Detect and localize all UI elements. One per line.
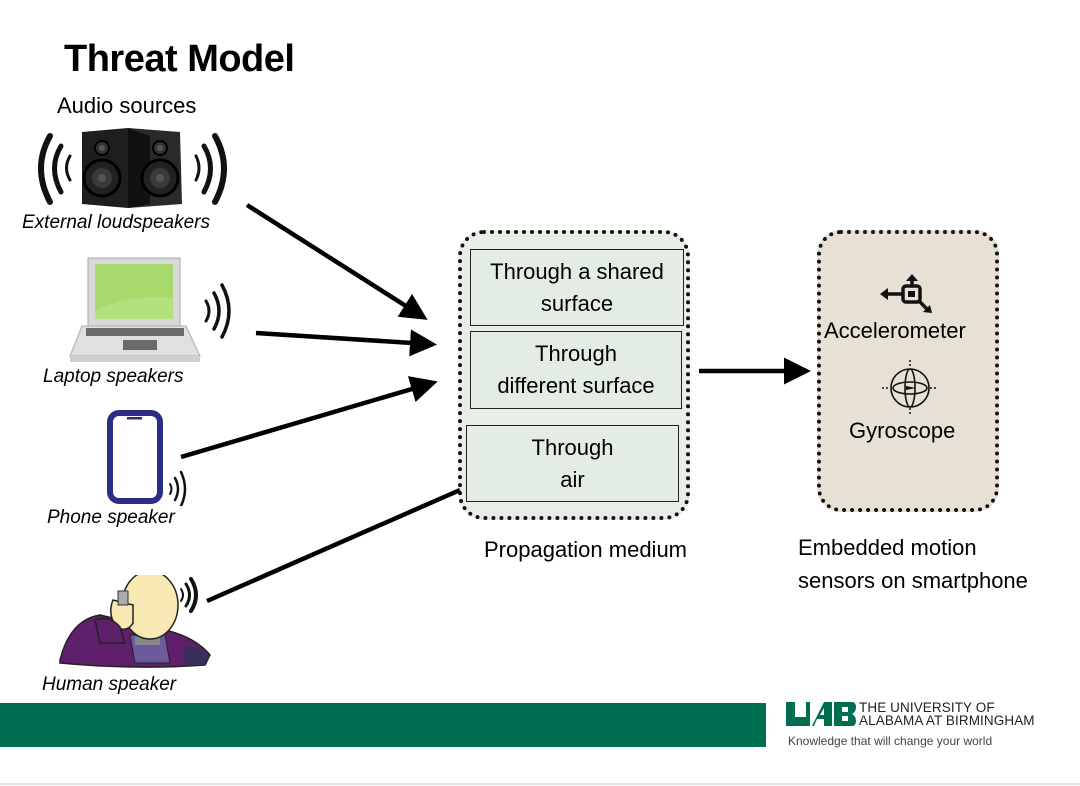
accelerometer-icon bbox=[880, 274, 932, 313]
university-name: THE UNIVERSITY OF ALABAMA AT BIRMINGHAM bbox=[859, 700, 1035, 728]
laptop-speakers-label: Laptop speakers bbox=[43, 366, 184, 387]
medium-shared-surface: Through a shared surface bbox=[470, 249, 684, 326]
slide-title: Threat Model bbox=[64, 38, 295, 80]
medium-item-line1: Through a shared bbox=[490, 258, 664, 284]
human-on-phone-icon bbox=[59, 575, 211, 668]
caption-line1: Embedded motion bbox=[798, 535, 977, 560]
gyroscope-icon bbox=[882, 360, 938, 416]
medium-item-line2: air bbox=[560, 466, 585, 492]
external-loudspeakers-label: External loudspeakers bbox=[22, 212, 210, 233]
arrow-loudspeakers-to-medium bbox=[245, 203, 428, 320]
footer-green-band bbox=[0, 703, 766, 747]
motion-sensors-caption: Embedded motion sensors on smartphone bbox=[798, 531, 1028, 597]
arrow-laptop-to-medium bbox=[255, 329, 437, 357]
gyroscope-label: Gyroscope bbox=[849, 418, 956, 443]
university-line1: THE UNIVERSITY OF bbox=[859, 700, 995, 715]
arrow-human-to-medium bbox=[206, 487, 461, 604]
loudspeakers-icon bbox=[38, 128, 227, 208]
university-line2: ALABAMA AT BIRMINGHAM bbox=[859, 713, 1035, 728]
smartphone-icon bbox=[107, 410, 187, 506]
phone-speaker-label: Phone speaker bbox=[47, 507, 175, 528]
footer-divider bbox=[0, 783, 1080, 785]
accelerometer-label: Accelerometer bbox=[824, 318, 966, 343]
medium-item-line1: Through bbox=[531, 434, 614, 460]
medium-item-line2: different surface bbox=[497, 373, 655, 398]
medium-air: Through air bbox=[466, 425, 679, 502]
human-speaker-label: Human speaker bbox=[42, 674, 177, 695]
medium-different-surface: Through different surface bbox=[470, 331, 682, 409]
uab-logo bbox=[786, 702, 856, 726]
university-tagline: Knowledge that will change your world bbox=[788, 734, 993, 748]
medium-item-line1: Through bbox=[535, 341, 617, 366]
caption-line2: sensors on smartphone bbox=[798, 568, 1028, 593]
audio-sources-heading: Audio sources bbox=[57, 93, 197, 118]
medium-item-line2: surface bbox=[540, 290, 614, 316]
arrow-phone-to-medium bbox=[180, 376, 438, 460]
propagation-medium-caption: Propagation medium bbox=[484, 537, 688, 562]
laptop-icon bbox=[69, 257, 231, 362]
